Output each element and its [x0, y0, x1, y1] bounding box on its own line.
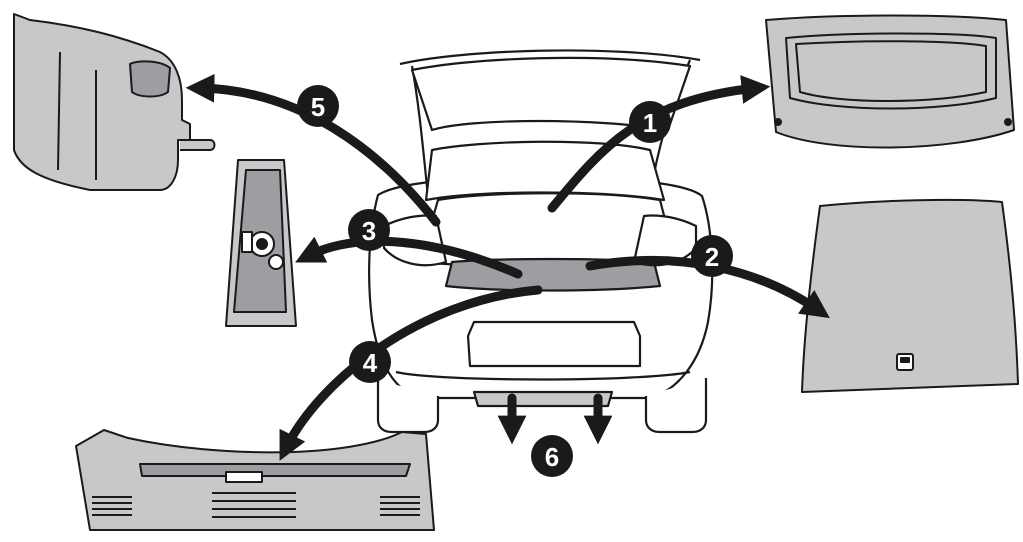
- svg-text:4: 4: [363, 348, 378, 378]
- tool-tray-part: [225, 159, 297, 327]
- arrow-3: [295, 236, 523, 279]
- sill-trim-panel-part: [75, 429, 435, 531]
- callout-badge-1: 1: [629, 101, 671, 143]
- svg-text:3: 3: [362, 216, 376, 246]
- callout-badge-5: 5: [297, 85, 339, 127]
- callout-badge-4: 4: [349, 341, 391, 383]
- car-rear-view: [368, 49, 714, 434]
- callout-badge-2: 2: [691, 235, 733, 277]
- svg-text:1: 1: [643, 108, 657, 138]
- trunk-floor-cover-part: [801, 198, 1019, 393]
- callout-badge-3: 3: [348, 209, 390, 251]
- callout-badge-6: 6: [531, 435, 573, 477]
- parcel-shelf-part: [765, 14, 1015, 149]
- svg-text:6: 6: [545, 442, 559, 472]
- side-trim-panel-part: [13, 13, 216, 191]
- arrow-5: [185, 73, 441, 227]
- arrow-1: [547, 75, 771, 213]
- svg-text:2: 2: [705, 242, 719, 272]
- svg-text:5: 5: [311, 92, 325, 122]
